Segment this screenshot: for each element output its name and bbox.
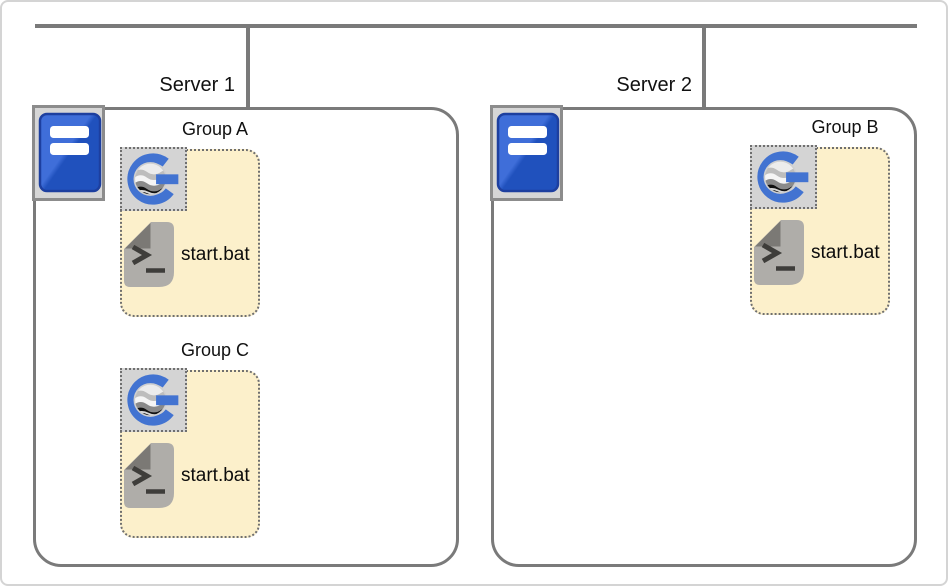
server1-box: Group A [32,105,459,567]
file-name: start.bat [811,241,880,263]
top-connector-line [35,24,917,28]
batch-file-icon [754,220,804,285]
file-row: start.bat [124,222,250,287]
group-c-label: Group C [180,340,250,360]
group-a-box: start.bat [120,147,260,317]
server-tower-icon [490,105,563,201]
server-tower-icon [32,105,105,201]
batch-file-icon [124,222,174,287]
group-c: Group C [120,339,260,538]
group-a: Group A [120,118,260,317]
server1-label: Server 1 [159,74,235,96]
logo-tile [120,368,187,432]
server2-box: Group B [490,105,917,567]
group-c-box: start.bat [120,368,260,538]
logo-tile [120,147,187,211]
group-b: Group B [750,116,890,315]
group-b-box: start.bat [750,145,890,315]
globe-g-logo-icon [126,374,178,426]
file-row: start.bat [754,220,880,285]
group-a-label: Group A [181,119,249,139]
globe-g-logo-icon [126,153,178,205]
group-b-label: Group B [811,117,879,137]
file-row: start.bat [124,443,250,508]
server2-connector-line [702,24,706,110]
file-name: start.bat [181,243,250,265]
server2-label: Server 2 [616,74,692,96]
globe-g-logo-icon [756,151,808,203]
logo-tile [750,145,817,209]
file-name: start.bat [181,464,250,486]
server1-connector-line [246,24,250,110]
batch-file-icon [124,443,174,508]
